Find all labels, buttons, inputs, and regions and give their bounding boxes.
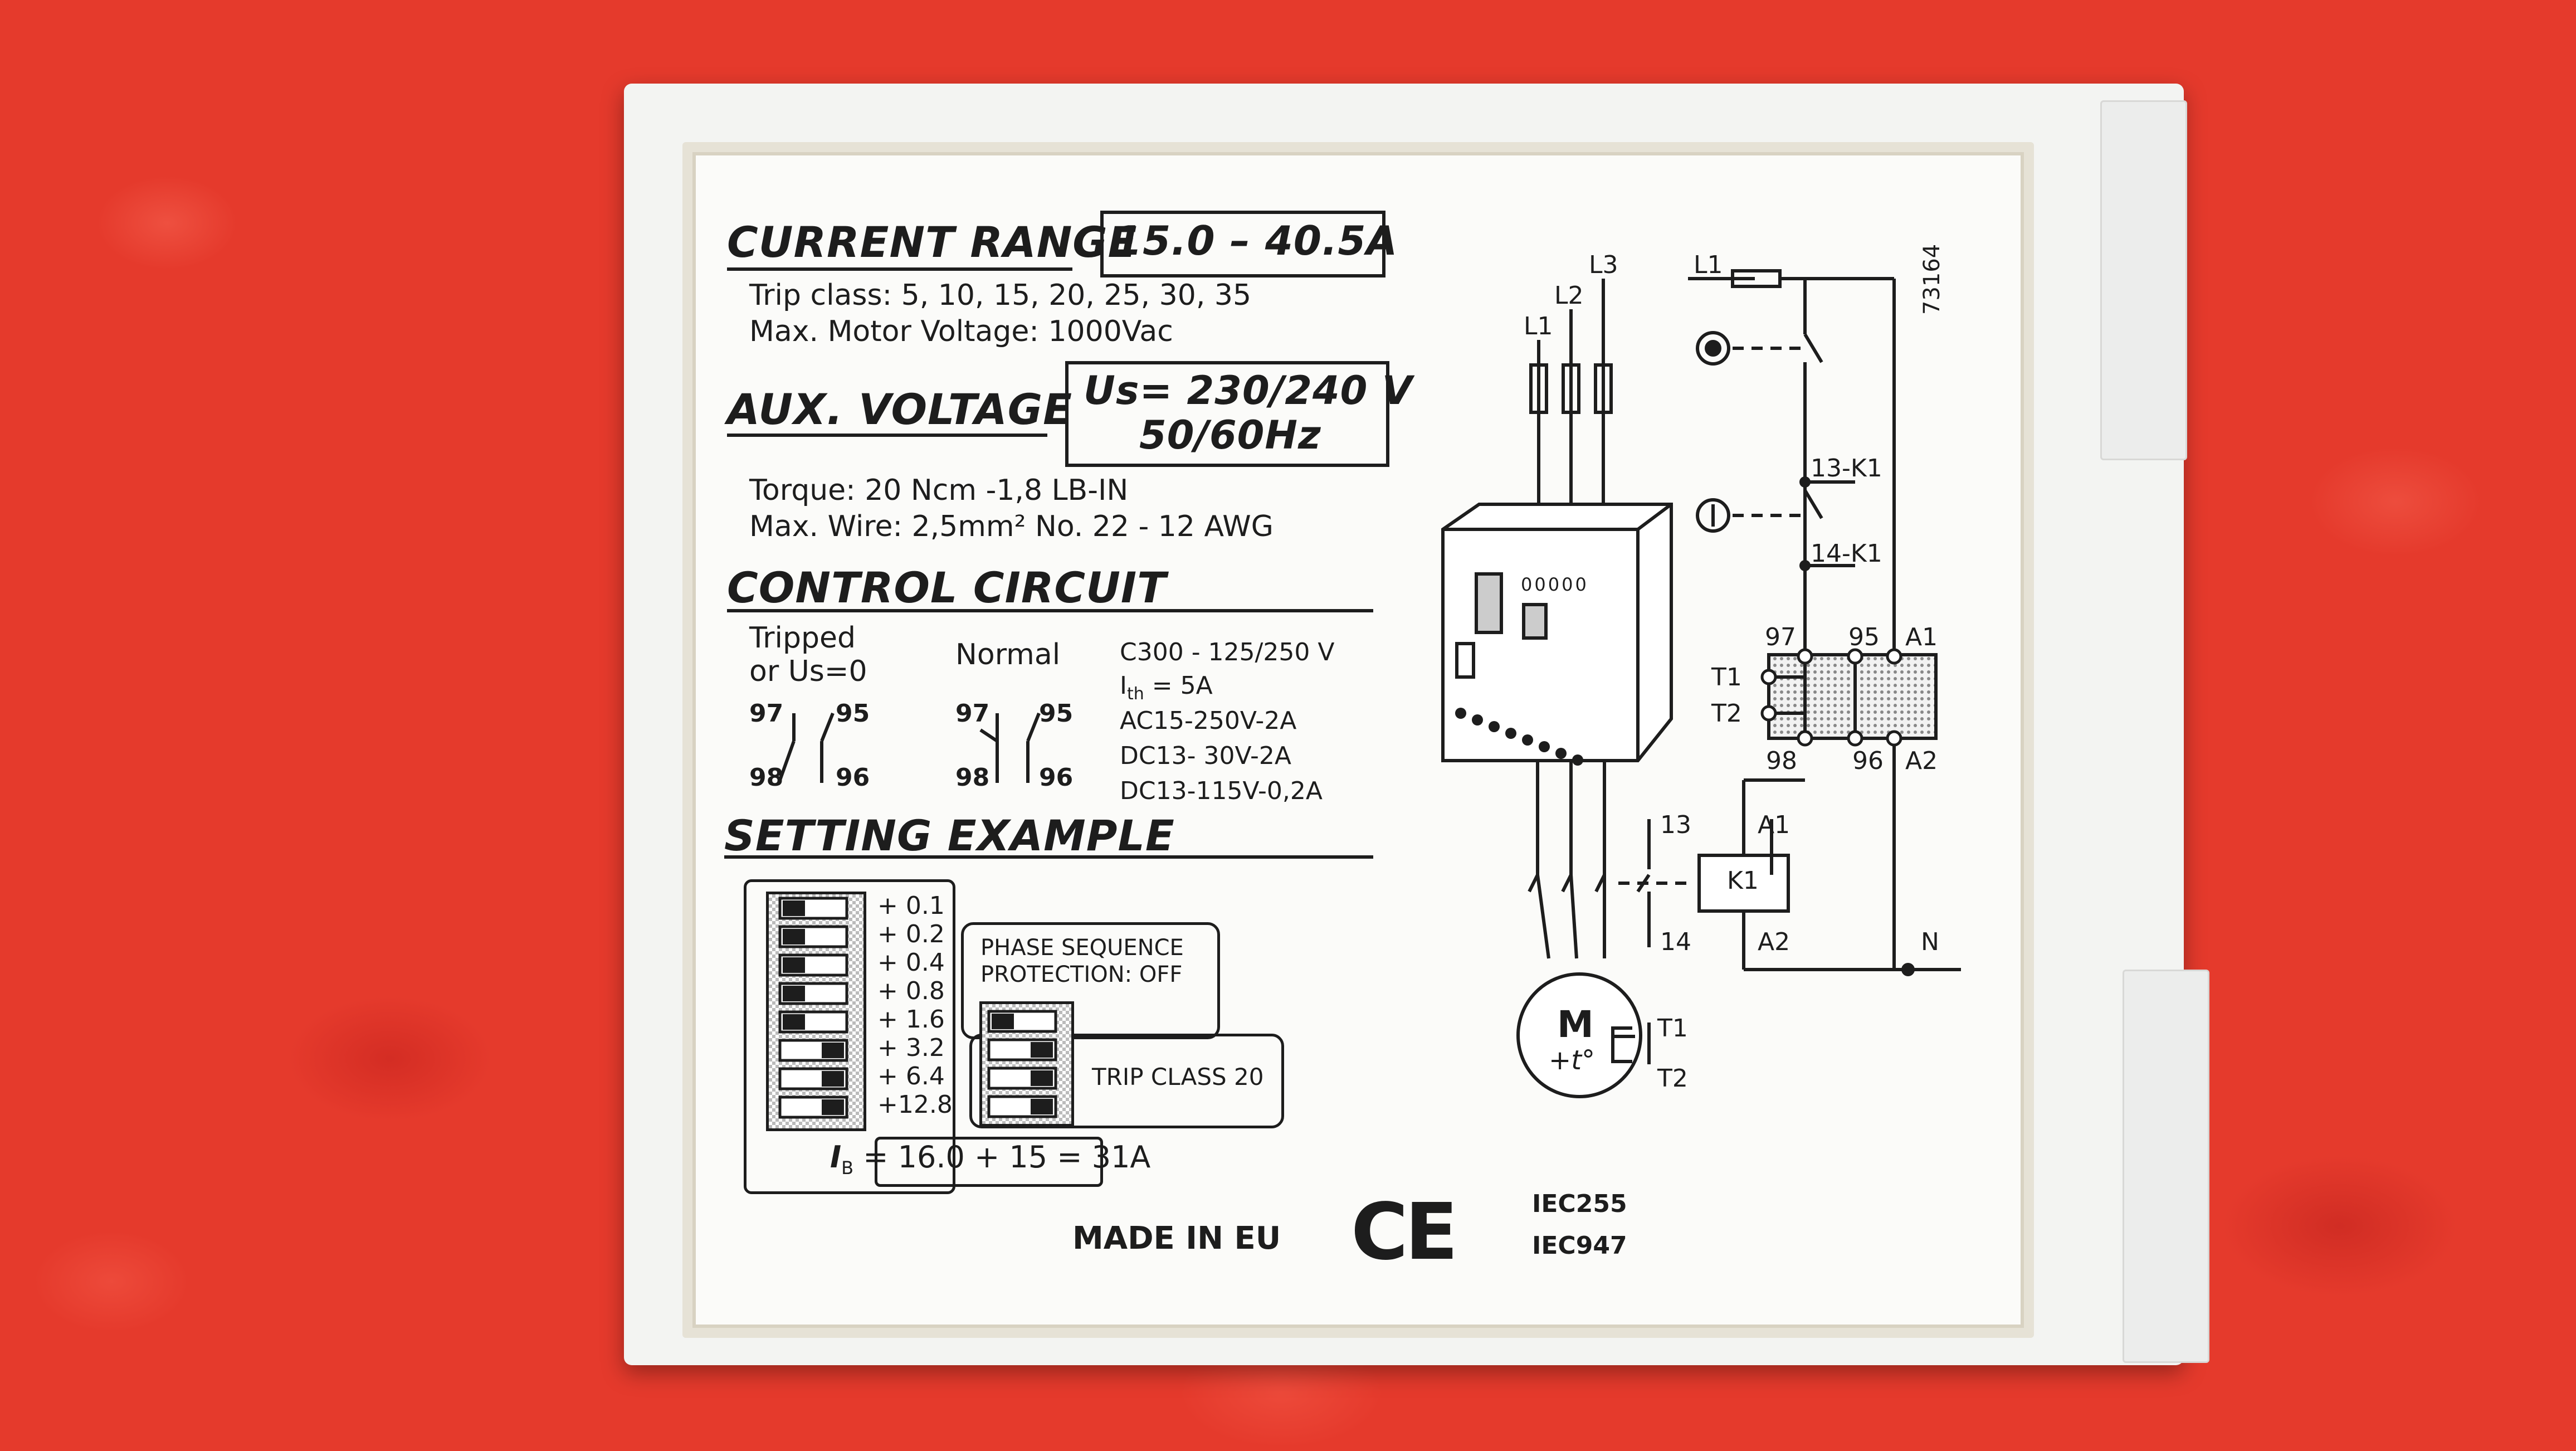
trip-class-text: Trip class: 5, 10, 15, 20, 25, 30, 35: [749, 279, 1252, 312]
current-range-value: 15.0 – 40.5A: [1114, 217, 1398, 264]
phase-l2: L2: [1554, 281, 1584, 310]
step-4: + 1.6: [877, 1005, 945, 1034]
top-right-clip: [2100, 100, 2187, 460]
terminal-t1: T1: [1711, 663, 1742, 692]
contact-97: 97: [1765, 623, 1796, 651]
max-wire-text: Max. Wire: 2,5mm² No. 22 - 12 AWG: [749, 510, 1274, 543]
phase-sequence-box: [961, 922, 1220, 1039]
made-in-eu: MADE IN EU: [1072, 1220, 1281, 1257]
tripped-label-2: or Us=0: [749, 655, 867, 688]
tripped-98: 98: [749, 763, 784, 792]
aux-14: 14: [1660, 928, 1691, 956]
normal-label: Normal: [955, 638, 1061, 671]
terminal-t2: T2: [1711, 699, 1742, 728]
formula-rest: = 16.0 + 15 = 31A: [853, 1140, 1151, 1175]
rating-ith-sub: th: [1126, 684, 1144, 704]
coil-k1: K1: [1727, 866, 1759, 895]
normal-97: 97: [955, 699, 990, 728]
phase-l3: L3: [1589, 251, 1618, 279]
iec255: IEC255: [1532, 1190, 1627, 1218]
step-7: +12.8: [877, 1090, 953, 1119]
step-6: + 6.4: [877, 1062, 945, 1090]
setting-example-underline: [724, 855, 1373, 859]
motor-t: +t°: [1549, 1045, 1596, 1076]
current-range-box: [1100, 211, 1385, 277]
ce-mark: CE: [1351, 1187, 1458, 1278]
contact-96: 96: [1852, 747, 1884, 775]
tripped-97: 97: [749, 699, 784, 728]
step-5: + 3.2: [877, 1034, 945, 1062]
tripped-95: 95: [836, 699, 870, 728]
rating-ac15: AC15-250V-2A: [1120, 707, 1297, 735]
formula-sub: B: [841, 1157, 854, 1179]
trip-class-20-label: TRIP CLASS 20: [1092, 1063, 1264, 1090]
setting-example-heading: SETTING EXAMPLE: [724, 811, 1175, 860]
contact-95: 95: [1848, 623, 1880, 651]
aux-13: 13: [1660, 811, 1691, 839]
step-1: + 0.2: [877, 920, 945, 948]
rating-c300: C300 - 125/250 V: [1120, 638, 1335, 666]
relay-display: 00000: [1521, 574, 1589, 595]
current-range-underline: [727, 267, 1072, 271]
contact-98: 98: [1766, 747, 1797, 775]
tripped-label: Tripped: [749, 621, 856, 655]
k1-13: 13-K1: [1811, 454, 1882, 483]
aux-voltage-underline: [727, 434, 1047, 437]
aux-voltage-heading: AUX. VOLTAGE: [727, 384, 1073, 434]
formula-i: I: [830, 1140, 842, 1175]
rating-ith: Ith = 5A: [1120, 671, 1213, 704]
bottom-right-clip: [2123, 970, 2209, 1363]
motor-m: M: [1557, 1003, 1594, 1046]
control-circuit-underline: [727, 609, 1373, 612]
phase-l1: L1: [1524, 312, 1553, 340]
formula-box: [875, 1137, 1103, 1187]
step-3: + 0.8: [877, 977, 945, 1005]
diagram-code: 73164: [1919, 244, 1945, 315]
tripped-96: 96: [836, 763, 870, 792]
aux-voltage-box: [1065, 361, 1389, 467]
current-range-heading: CURRENT RANGE: [727, 217, 1138, 267]
terminal-a1-top: A1: [1905, 623, 1938, 651]
phase-sequence-1: PHASE SEQUENCE: [980, 935, 1184, 961]
k1-14: 14-K1: [1811, 539, 1882, 568]
neutral-n: N: [1921, 928, 1939, 956]
coil-a1: A1: [1758, 811, 1790, 839]
rating-dc13-30: DC13- 30V-2A: [1120, 742, 1291, 770]
rating-dc13-115: DC13-115V-0,2A: [1120, 777, 1323, 805]
normal-96: 96: [1039, 763, 1074, 792]
aux-voltage-line2: 50/60Hz: [1139, 412, 1321, 458]
rating-ith-i: I: [1120, 671, 1127, 700]
control-circuit-heading: CONTROL CIRCUIT: [727, 563, 1167, 612]
trip-class-box: [969, 1034, 1284, 1128]
rating-ith-value: = 5A: [1144, 671, 1213, 700]
max-motor-voltage-text: Max. Motor Voltage: 1000Vac: [749, 315, 1173, 348]
step-0: + 0.1: [877, 892, 945, 920]
control-l1: L1: [1694, 251, 1723, 279]
iec947: IEC947: [1532, 1231, 1627, 1260]
motor-t2: T2: [1657, 1064, 1688, 1093]
terminal-a2-top: A2: [1905, 747, 1938, 775]
coil-a2: A2: [1758, 928, 1790, 956]
phase-sequence-2: PROTECTION: OFF: [980, 962, 1183, 987]
motor-t1: T1: [1657, 1014, 1688, 1043]
normal-95: 95: [1039, 699, 1074, 728]
dip-switch-panel: [744, 879, 955, 1194]
step-2: + 0.4: [877, 948, 945, 977]
normal-98: 98: [955, 763, 990, 792]
torque-text: Torque: 20 Ncm -1,8 LB-IN: [749, 474, 1129, 507]
aux-voltage-line1: Us= 230/240 V: [1084, 368, 1413, 413]
formula: IB = 16.0 + 15 = 31A: [830, 1140, 1150, 1179]
